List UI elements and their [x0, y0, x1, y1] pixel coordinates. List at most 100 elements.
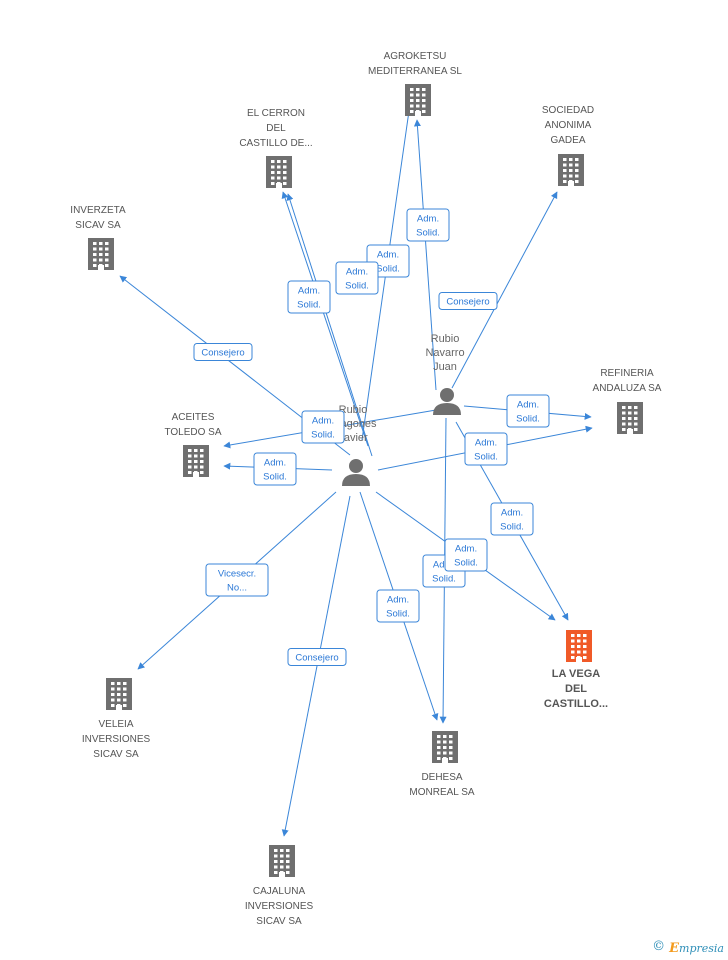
- node-veleia[interactable]: VELEIA INVERSIONES SICAV SA: [82, 678, 151, 760]
- edge-label-text: Solid.: [376, 264, 400, 275]
- edge-label-text: Solid.: [474, 452, 498, 463]
- edge-label-box: [253, 452, 297, 486]
- edge-label-box: [490, 502, 534, 536]
- edge-label-javier-cerron[interactable]: Adm. Solid.: [335, 261, 379, 295]
- edge-label-juan-refineria[interactable]: Adm.Solid.: [506, 394, 550, 428]
- edge-label-text: Solid.: [263, 472, 287, 483]
- edge-label-text: Solid.: [454, 558, 478, 569]
- person-icon: [342, 459, 370, 486]
- node-label: TOLEDO SA: [164, 427, 221, 438]
- node-refineria[interactable]: REFINERIA ANDALUZA SA: [593, 368, 662, 434]
- edge-label-box: [438, 292, 498, 310]
- node-label: SOCIEDAD: [542, 105, 594, 116]
- edge-label-juan-agroketsu[interactable]: Adm.Solid.: [406, 208, 450, 242]
- edge-juan-gadea: [451, 191, 558, 389]
- edge-label-javier-cerron[interactable]: Adm.Solid.: [287, 280, 331, 314]
- building-icon: [405, 84, 431, 116]
- edge-label-box: [193, 343, 253, 361]
- edge-label-box: [444, 538, 488, 572]
- node-label: MEDITERRANEA SL: [368, 66, 462, 77]
- edge-label-box: [335, 261, 379, 295]
- person-icon: [433, 388, 461, 415]
- node-label: AGROKETSU: [384, 51, 447, 62]
- edge-label-juan-aceites[interactable]: Adm. Solid.: [301, 410, 345, 444]
- node-label: Navarro: [425, 347, 464, 359]
- edge-label-box: [464, 432, 508, 466]
- node-label: VELEIA: [98, 719, 133, 730]
- edge-label-javier-inverzeta[interactable]: Consejero: [193, 343, 253, 361]
- edge-label-javier-aceites[interactable]: Adm. Solid.: [253, 452, 297, 486]
- node-label: EL CERRON: [247, 108, 305, 119]
- edge-label-juan-lavega[interactable]: Adm. Solid.: [490, 502, 534, 536]
- edge-label-text: Adm.: [387, 595, 409, 606]
- edge-label-text: Solid.: [416, 228, 440, 239]
- edge-label-text: Adm.: [346, 267, 368, 278]
- edge-label-box: [287, 648, 347, 666]
- edge-label-box: [301, 410, 345, 444]
- building-icon: [266, 156, 292, 188]
- node-label: INVERSIONES: [245, 901, 314, 912]
- edge-label-text: Adm.: [455, 544, 477, 555]
- node-label: LA VEGA: [552, 668, 601, 680]
- edge-label-text: Solid.: [516, 414, 540, 425]
- node-label: ANDALUZA SA: [593, 383, 662, 394]
- node-label: Rubio: [339, 404, 368, 416]
- node-label: DEHESA: [421, 772, 462, 783]
- edge-label-javier-dehesa[interactable]: Adm. Solid.: [376, 589, 420, 623]
- node-label: SICAV SA: [93, 749, 139, 760]
- node-label: Rubio: [431, 333, 460, 345]
- node-label: CAJALUNA: [253, 886, 306, 897]
- edge-label-text: Adm.: [312, 416, 334, 427]
- edge-label-javier-lavega[interactable]: Adm. Solid.: [444, 538, 488, 572]
- node-label: Juan: [433, 361, 457, 373]
- node-label: Javier: [338, 432, 368, 444]
- edge-label-text: Solid.: [345, 281, 369, 292]
- edge-label-text: Consejero: [295, 653, 338, 664]
- edge-juan-agroketsu: [413, 119, 437, 391]
- edge-label-juan-gadea[interactable]: Consejero: [438, 292, 498, 310]
- building-icon: [269, 845, 295, 877]
- node-label: SICAV SA: [256, 916, 302, 927]
- node-agroketsu[interactable]: AGROKETSU MEDITERRANEA SL: [368, 51, 462, 116]
- edge-label-javier-cajaluna[interactable]: Consejero: [287, 648, 347, 666]
- edge-label-text: Vicesecr.: [218, 569, 256, 580]
- node-lavega[interactable]: LA VEGADELCASTILLO...: [544, 630, 608, 710]
- footer-brand[interactable]: © Empresia: [652, 937, 724, 956]
- node-label: REFINERIA: [600, 368, 654, 379]
- node-label: ANONIMA: [545, 120, 592, 131]
- edge-label-text: Adm.: [433, 560, 455, 571]
- node-label: INVERSIONES: [82, 734, 151, 745]
- edge-label-box: [506, 394, 550, 428]
- edge-label-text: Adm.: [298, 286, 320, 297]
- edge-label-text: Solid.: [311, 430, 335, 441]
- edge-label-box: [205, 563, 269, 597]
- edge-label-text: Adm.: [377, 250, 399, 261]
- edge-label-box: [406, 208, 450, 242]
- node-dehesa[interactable]: DEHESA MONREAL SA: [409, 731, 475, 798]
- building-icon: [106, 678, 132, 710]
- edge-label-text: Solid.: [386, 609, 410, 620]
- nodes-layer: AGROKETSU MEDITERRANEA SL EL CERRONDELCAST…: [70, 51, 661, 927]
- edge-label-text: Solid.: [500, 522, 524, 533]
- edge-label-javier-veleia[interactable]: Vicesecr. No...: [205, 563, 269, 597]
- building-icon: [432, 731, 458, 763]
- node-label: MONREAL SA: [409, 787, 475, 798]
- edge-javier-cerron: [286, 193, 373, 457]
- edge-label-text: Adm.: [264, 458, 286, 469]
- edge-label-text: No...: [227, 583, 247, 594]
- edge-label-text: Consejero: [446, 297, 489, 308]
- building-icon: [88, 238, 114, 270]
- node-label: INVERZETA: [70, 205, 126, 216]
- building-icon: [566, 630, 592, 662]
- edge-label-text: Adm.: [501, 508, 523, 519]
- edge-label-text: Solid.: [432, 574, 456, 585]
- node-cajaluna[interactable]: CAJALUNA INVERSIONES SICAV SA: [245, 845, 314, 927]
- edge-label-text: Adm.: [475, 438, 497, 449]
- edge-label-javier-refineria[interactable]: Adm. Solid.: [464, 432, 508, 466]
